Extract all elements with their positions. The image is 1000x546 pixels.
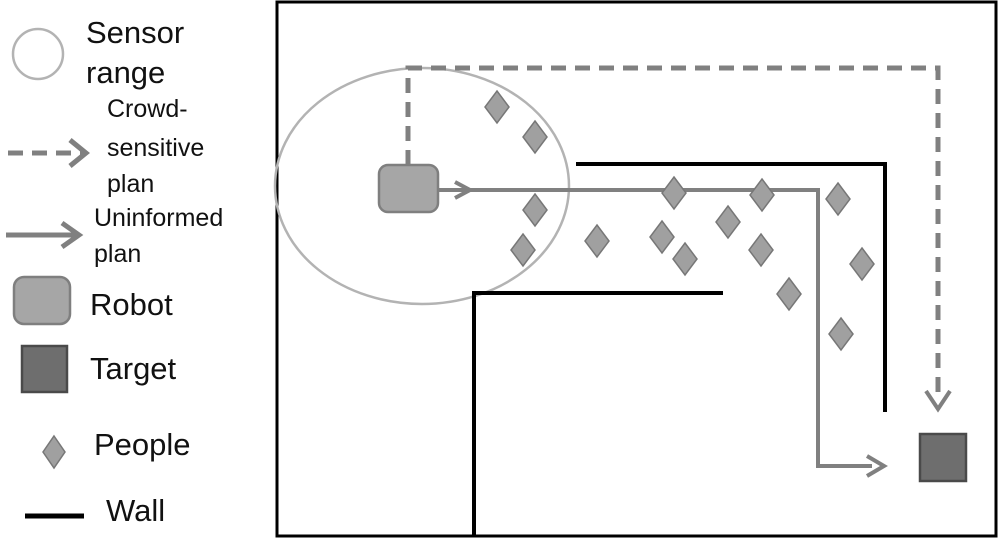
- environment-border: [275, 0, 998, 538]
- person: [510, 232, 536, 268]
- crowd-sensitive-plan-path: [405, 65, 941, 395]
- upper-wall: [576, 162, 887, 412]
- legend-crowd-sensitive-arrowhead-icon: [68, 138, 90, 168]
- legend-uninformed-label-1: Uninformed: [94, 204, 224, 232]
- person: [584, 223, 610, 259]
- legend-sensor-range-label-2: range: [86, 55, 166, 90]
- legend-wall-label: Wall: [106, 493, 166, 528]
- legend-sensor-range-icon: [11, 27, 65, 81]
- legend-uninformed-label-2: plan: [94, 240, 142, 268]
- legend-target-icon: [20, 344, 69, 394]
- robot: [377, 163, 440, 214]
- person: [828, 316, 854, 352]
- legend-robot-icon: [12, 275, 72, 326]
- legend-robot-label: Robot: [90, 287, 173, 322]
- legend-uninformed-arrowhead-icon: [60, 220, 84, 250]
- lower-wall: [472, 291, 723, 536]
- uninformed-plan-arrowhead-end: [865, 454, 888, 478]
- person: [825, 181, 851, 217]
- target: [918, 432, 968, 483]
- uninformed-plan-arrowhead-start: [454, 180, 475, 200]
- legend-crowd-sensitive-label-2: sensitive: [107, 134, 205, 162]
- person: [672, 241, 698, 277]
- person: [522, 119, 548, 155]
- person: [715, 204, 741, 240]
- legend-crowd-sensitive-label-3: plan: [107, 170, 155, 198]
- person: [484, 89, 510, 125]
- person: [776, 276, 802, 312]
- legend-people-icon: [42, 434, 66, 470]
- person: [661, 175, 687, 211]
- person: [748, 232, 774, 268]
- legend-crowd-sensitive-label-1: Crowd-: [107, 95, 188, 123]
- legend-sensor-range-label-1: Sensor: [86, 15, 185, 50]
- legend-people-label: People: [94, 427, 191, 462]
- person: [649, 219, 675, 255]
- legend-target-label: Target: [90, 351, 177, 386]
- crowd-sensitive-plan-arrowhead: [924, 389, 952, 413]
- person: [849, 246, 875, 282]
- uninformed-plan-path: [437, 188, 872, 468]
- person: [749, 177, 775, 213]
- person: [522, 192, 548, 228]
